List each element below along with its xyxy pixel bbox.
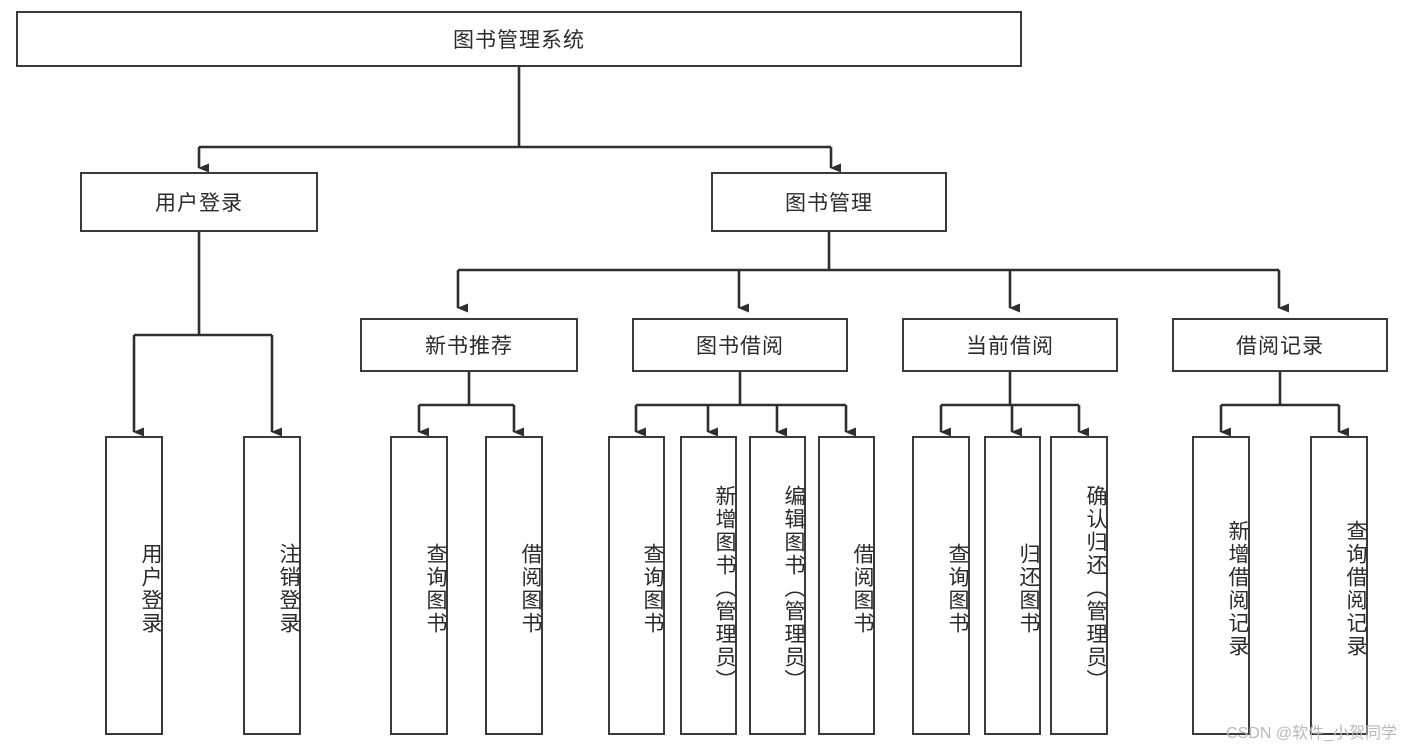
node-label: 新书推荐: [425, 335, 513, 358]
node-label: 借阅图书: [519, 542, 542, 635]
leaf-current-borrow-query-book[interactable]: 查询图书: [912, 436, 970, 735]
node-label: 用户登录: [155, 192, 243, 215]
leaf-current-borrow-return-book[interactable]: 归还图书: [984, 436, 1041, 735]
leaf-current-borrow-confirm-return-admin[interactable]: 确认归还（管理员）: [1050, 436, 1108, 735]
leaf-user-login-logout[interactable]: 注销登录: [243, 436, 301, 735]
leaf-book-borrow-edit-book-admin[interactable]: 编辑图书（管理员）: [749, 436, 806, 735]
node-borrow-record[interactable]: 借阅记录: [1172, 318, 1388, 372]
node-label: 借阅记录: [1236, 335, 1324, 358]
node-label: 图书管理系统: [453, 29, 585, 52]
node-label: 当前借阅: [966, 335, 1054, 358]
node-label: 注销登录: [277, 542, 300, 635]
node-label: 用户登录: [139, 542, 162, 635]
node-label: 图书借阅: [696, 335, 784, 358]
leaf-borrow-record-query-record[interactable]: 查询借阅记录: [1310, 436, 1368, 735]
leaf-borrow-record-add-record[interactable]: 新增借阅记录: [1192, 436, 1250, 735]
node-label: 编辑图书（管理员）: [782, 485, 805, 692]
node-label: 归还图书: [1017, 542, 1040, 635]
node-label: 查询图书: [641, 542, 664, 635]
node-book-borrow[interactable]: 图书借阅: [632, 318, 848, 372]
leaf-new-book-query-book[interactable]: 查询图书: [390, 436, 448, 735]
node-label: 查询图书: [424, 542, 447, 635]
node-label: 图书管理: [785, 192, 873, 215]
node-current-borrow[interactable]: 当前借阅: [902, 318, 1118, 372]
node-user-login[interactable]: 用户登录: [80, 172, 318, 232]
node-label: 新增借阅记录: [1226, 519, 1249, 658]
node-label: 查询图书: [946, 542, 969, 635]
node-label: 借阅图书: [851, 542, 874, 635]
node-root-book-management-system[interactable]: 图书管理系统: [16, 11, 1022, 67]
node-new-book-recommend[interactable]: 新书推荐: [360, 318, 578, 372]
leaf-user-login-login[interactable]: 用户登录: [105, 436, 163, 735]
csdn-watermark: CSDN @软件_小贺同学: [1226, 725, 1397, 742]
node-label: 确认归还（管理员）: [1084, 485, 1107, 692]
leaf-book-borrow-add-book-admin[interactable]: 新增图书（管理员）: [680, 436, 737, 735]
leaf-book-borrow-borrow-book[interactable]: 借阅图书: [818, 436, 875, 735]
node-book-management[interactable]: 图书管理: [711, 172, 947, 232]
leaf-new-book-borrow-book[interactable]: 借阅图书: [485, 436, 543, 735]
node-label: 新增图书（管理员）: [713, 485, 736, 692]
leaf-book-borrow-query-book[interactable]: 查询图书: [608, 436, 665, 735]
node-label: 查询借阅记录: [1344, 519, 1367, 658]
